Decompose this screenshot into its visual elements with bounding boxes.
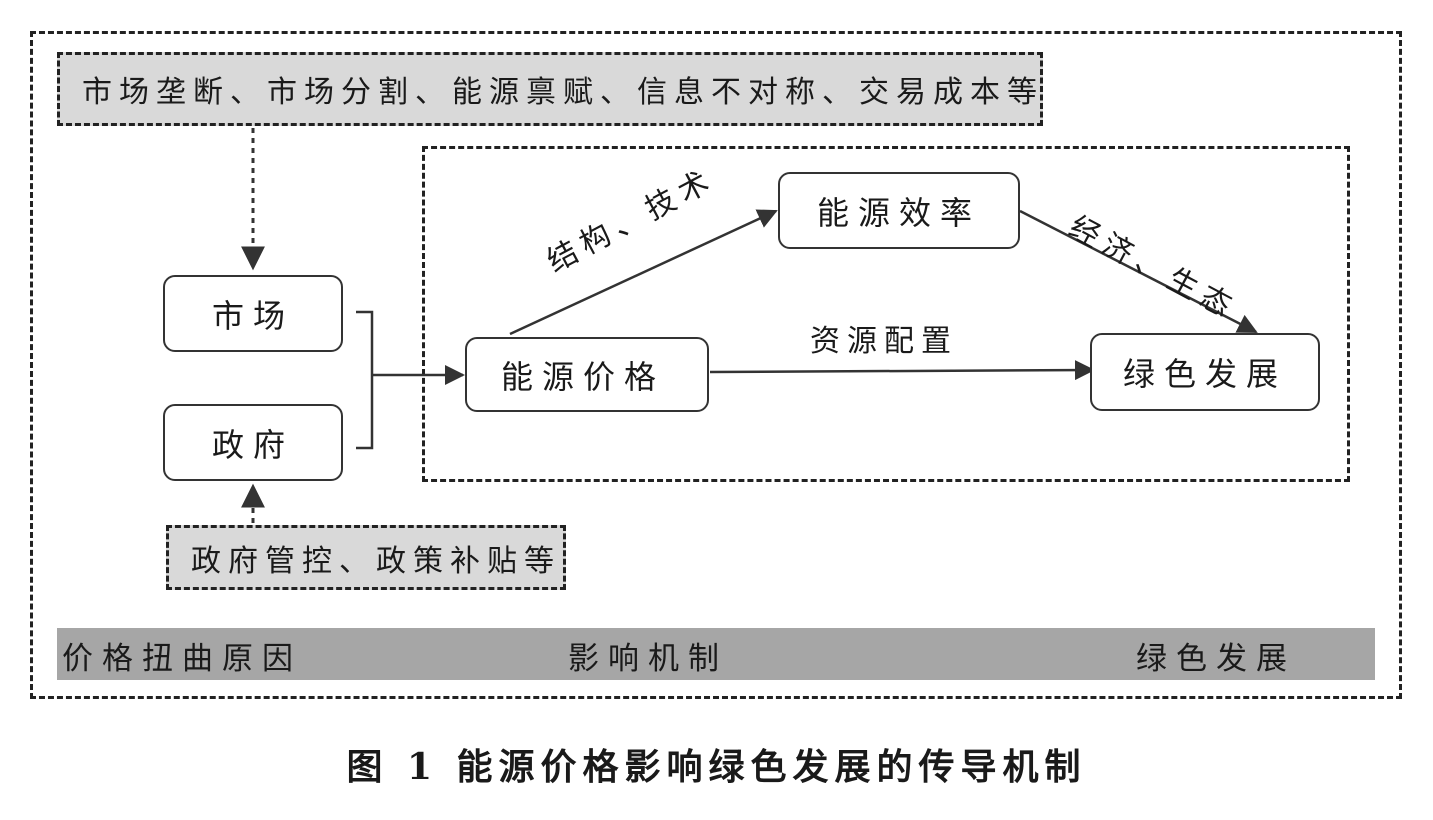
market-node: 市场: [163, 275, 343, 352]
figure-caption: 图 1 能源价格影响绿色发展的传导机制: [346, 746, 1087, 788]
energy-efficiency-label: 能源效率: [816, 193, 981, 232]
government-node: 政府: [163, 404, 343, 481]
green-development-node: 绿色发展: [1090, 333, 1320, 411]
efficiency-to-green-arrow: [1019, 209, 1258, 334]
distortion-causes-note: 市场垄断、市场分割、能源禀赋、信息不对称、交易成本等: [57, 52, 1043, 126]
price-to-green-arrow: [709, 360, 1095, 381]
resource-allocation-label: 资源配置: [810, 324, 958, 359]
market-label: 市场: [211, 296, 294, 335]
flow-stage-green: 绿色发展: [1136, 641, 1296, 677]
flow-stage-mechanism: 影响机制: [568, 641, 728, 677]
distortion-causes-text: 市场垄断、市场分割、能源禀赋、信息不对称、交易成本等: [82, 75, 1044, 110]
flow-bar: [57, 628, 1375, 680]
energy-price-label: 能源价格: [501, 357, 666, 396]
price-to-efficiency-arrow: [509, 209, 778, 336]
government-policy-text: 政府管控、政策补贴等: [191, 543, 561, 579]
energy-price-node: 能源价格: [465, 337, 709, 412]
green-development-label: 绿色发展: [1122, 355, 1287, 393]
flow-stage-causes: 价格扭曲原因: [62, 641, 302, 677]
mechanism-frame: [422, 146, 1350, 482]
outer-frame: [30, 31, 1402, 699]
market-government-bracket: [356, 310, 374, 450]
government-policy-note: 政府管控、政策补贴等: [166, 525, 566, 590]
energy-efficiency-node: 能源效率: [778, 172, 1020, 249]
government-label: 政府: [211, 425, 294, 464]
